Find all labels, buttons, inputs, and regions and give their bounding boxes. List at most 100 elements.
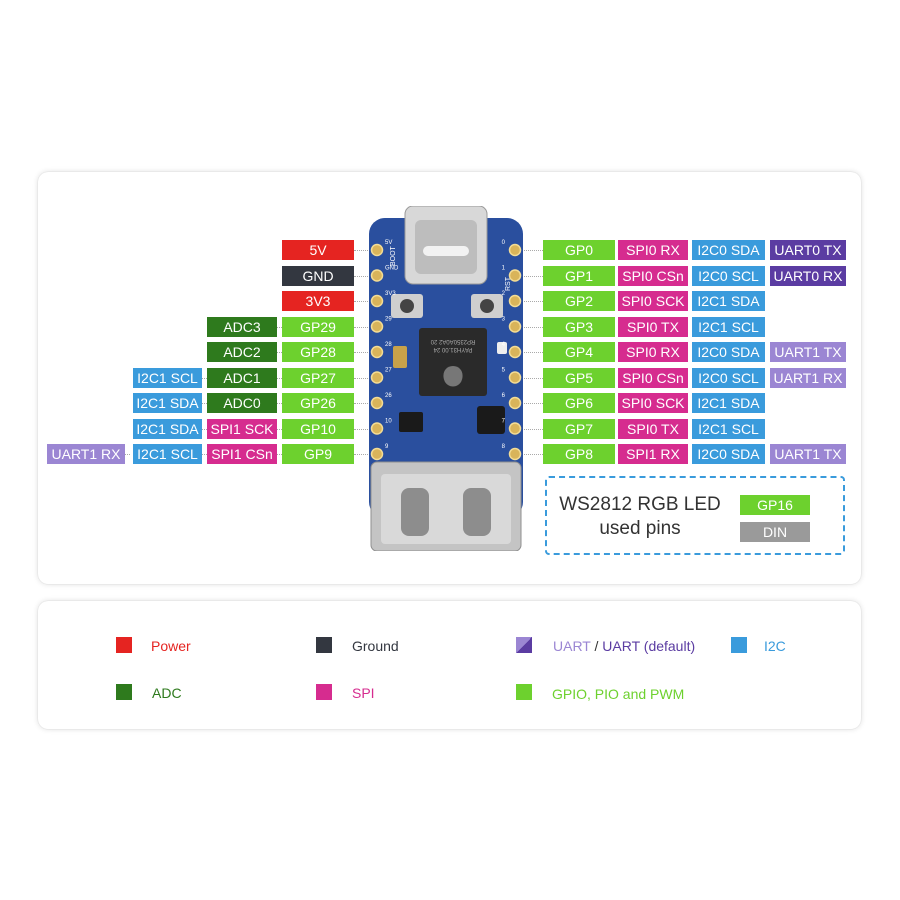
legend-power: Power: [151, 638, 191, 654]
pin-connector: [277, 454, 282, 455]
left-silk-label: 9: [385, 444, 389, 450]
pin-connector: [354, 403, 372, 404]
ws2812-title: WS2812 RGB LED: [559, 494, 721, 515]
left-pin-label: 3V3: [282, 291, 354, 311]
left-pin-label: 5V: [282, 240, 354, 260]
pin-connector: [277, 352, 282, 353]
right-pin-label: GP8: [543, 444, 615, 464]
right-pin-label: I2C0 SCL: [692, 368, 765, 388]
right-silk-label: 3: [502, 317, 506, 323]
right-pin-label: SPI0 SCK: [618, 393, 688, 413]
boot-silk: BOOT: [390, 245, 397, 266]
pin-hole: [508, 345, 522, 359]
pin-connector: [277, 403, 282, 404]
legend-gpio: GPIO, PIO and PWM: [552, 686, 685, 702]
right-pin-label: I2C0 SDA: [692, 444, 765, 464]
legend-uart: UART / UART (default): [553, 638, 695, 654]
pin-hole: [508, 294, 522, 308]
left-silk-label: 27: [385, 368, 392, 374]
ws2812-box: [545, 476, 845, 555]
pin-hole: [508, 320, 522, 333]
right-pin-label: I2C1 SDA: [692, 291, 765, 311]
pin-connector: [277, 327, 282, 328]
pin-connector: [522, 454, 543, 455]
pin-hole: [370, 294, 384, 308]
pin-connector: [522, 403, 543, 404]
pin-connector: [125, 454, 130, 455]
pin-hole: [508, 371, 522, 384]
pin-hole: [370, 422, 384, 435]
pin-connector: [522, 378, 543, 379]
pin-hole: [370, 269, 384, 282]
right-pin-label: SPI1 RX: [618, 444, 688, 464]
pin-connector: [354, 454, 372, 455]
legend-uart-sep: /: [590, 638, 603, 654]
pin-connector: [277, 429, 282, 430]
pin-connector: [277, 378, 282, 379]
pin-hole: [370, 345, 384, 359]
right-silk-label: 4: [502, 342, 506, 348]
left-pin-label: SPI1 CSn: [207, 444, 277, 464]
left-pin-label: ADC3: [207, 317, 277, 337]
right-silk-label: 6: [502, 393, 506, 399]
raspberry-logo-icon: [443, 366, 463, 387]
right-pin-label: GP3: [543, 317, 615, 337]
pin-connector: [354, 429, 372, 430]
pin-hole: [370, 320, 384, 333]
right-pin-label: SPI0 TX: [618, 317, 688, 337]
pin-hole: [370, 396, 384, 410]
right-pin-label: UART1 TX: [770, 342, 846, 362]
right-pin-label: UART0 TX: [770, 240, 846, 260]
legend-uart-b: UART (default): [602, 638, 696, 654]
uart-swatch: [516, 637, 532, 653]
left-pin-label: ADC2: [207, 342, 277, 362]
pin-hole: [370, 447, 384, 461]
pin-hole: [508, 447, 522, 461]
legend-i2c: I2C: [764, 638, 786, 654]
boot-button: [391, 294, 423, 318]
right-pin-label: UART1 RX: [770, 368, 846, 388]
left-pin-label: I2C1 SDA: [133, 419, 202, 439]
chip-marking-2: PAYH31.00 24: [433, 346, 472, 352]
pin-hole: [508, 422, 522, 435]
right-pin-label: GP5: [543, 368, 615, 388]
right-silk-label: 8: [502, 444, 506, 450]
legend-panel: [38, 601, 861, 729]
legend-uart-a: UART: [553, 638, 591, 654]
left-pin-label: GP28: [282, 342, 354, 362]
legend-ground: Ground: [352, 638, 399, 654]
right-pin-label: SPI0 CSn: [618, 266, 688, 286]
ground-swatch: [316, 637, 332, 653]
ws2812-gpio-pin: GP16: [740, 495, 810, 515]
board-illustration: BOOT RST RP2350A0A2 20 PAYH31.00 24 5VGN…: [369, 206, 523, 551]
pin-connector: [522, 301, 543, 302]
pin-connector: [354, 352, 372, 353]
legend-spi: SPI: [352, 685, 375, 701]
left-pin-label: ADC0: [207, 393, 277, 413]
left-silk-label: 26: [385, 393, 392, 399]
right-pin-label: UART1 TX: [770, 444, 846, 464]
left-pin-label: GP10: [282, 419, 354, 439]
left-pin-label: GP9: [282, 444, 354, 464]
pin-hole: [508, 269, 522, 282]
pin-connector: [354, 327, 372, 328]
pin-connector: [522, 327, 543, 328]
pin-connector: [522, 276, 543, 277]
i2c-swatch: [731, 637, 747, 653]
left-pin-label: SPI1 SCK: [207, 419, 277, 439]
right-pin-label: I2C0 SDA: [692, 240, 765, 260]
left-pin-label: I2C1 SDA: [133, 393, 202, 413]
right-pin-label: SPI0 TX: [618, 419, 688, 439]
left-silk-label: 10: [385, 419, 392, 425]
pin-hole: [370, 371, 384, 384]
left-pin-label: GP27: [282, 368, 354, 388]
reset-button: [471, 294, 503, 318]
adc-swatch: [116, 684, 132, 700]
ws2812-din-pin: DIN: [740, 522, 810, 542]
right-pin-label: GP0: [543, 240, 615, 260]
pin-holes: [370, 243, 522, 461]
pin-hole: [508, 396, 522, 410]
right-pin-label: I2C0 SCL: [692, 266, 765, 286]
right-silk-label: 7: [502, 419, 506, 425]
